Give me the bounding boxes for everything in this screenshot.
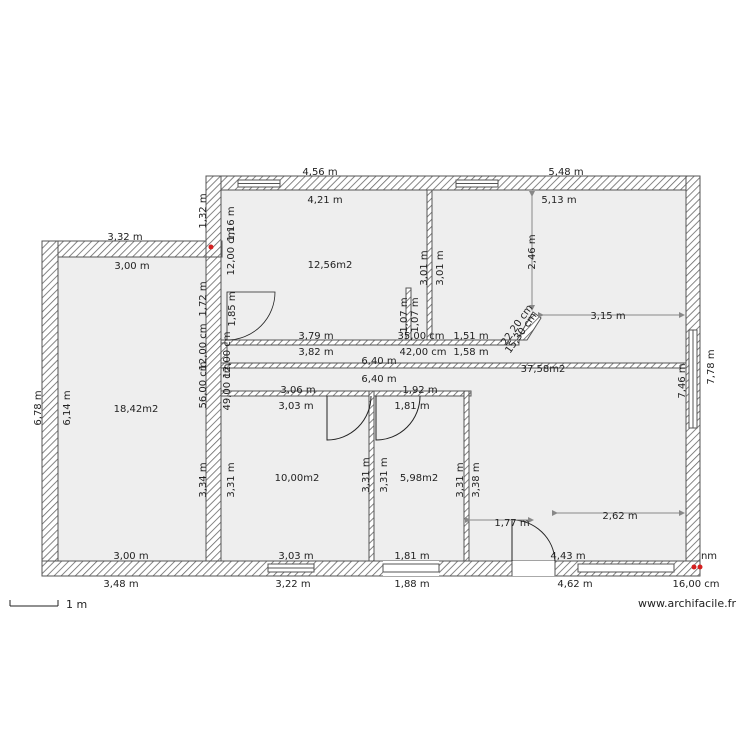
dimension-label: 3,22 m [275, 579, 310, 590]
dimension-label: 1,81 m [394, 401, 429, 412]
dimension-lines [465, 191, 685, 523]
markers [208, 244, 703, 570]
dimension-label: 4,56 m [302, 167, 337, 178]
room-area-top-center: 12,56m2 [308, 260, 353, 271]
dimension-label: 6,40 m [361, 356, 396, 367]
dimension-label: 1,77 m [494, 518, 529, 529]
room-area-center: 10,00m2 [275, 473, 320, 484]
scale-bar [9, 600, 59, 607]
dimension-label: 1,07 m [410, 297, 421, 332]
dimension-label: 3,01 m [435, 250, 446, 285]
dimension-label: 1,85 m [227, 291, 238, 326]
room-area-labels: 18,42m2 12,56m2 10,00m2 5,98m2 37,58m2 [114, 260, 566, 484]
dimension-label: 56,00 cm [198, 361, 209, 408]
dimension-label: 4,43 m [550, 551, 585, 562]
dimension-label: 3,00 m [114, 261, 149, 272]
dimension-label: 1,51 m [453, 331, 488, 342]
dimension-label: 3,31 m [361, 457, 372, 492]
dimension-label: 3,38 m [471, 462, 482, 497]
dimension-label: 12,00 cm [222, 331, 233, 378]
dimension-label: 5,13 m [541, 195, 576, 206]
dimension-label: 1,07 m [399, 297, 410, 332]
dimension-label: 42,00 cm [399, 347, 446, 358]
dimension-label: 2,46 m [527, 234, 538, 269]
dimension-label: 1,32 m [198, 193, 209, 228]
floor-area [42, 176, 700, 576]
dimension-label: 3,06 m [280, 385, 315, 396]
dimension-label: 7,46 m [677, 363, 688, 398]
windows [237, 179, 698, 576]
dimension-label: 5,48 m [548, 167, 583, 178]
interior-walls [205, 189, 687, 562]
dimension-label: 3,03 m [278, 551, 313, 562]
dimension-label: 4,21 m [307, 195, 342, 206]
watermark: www.archifacile.fr [638, 597, 737, 610]
dimension-label: 3,03 m [278, 401, 313, 412]
dimension-label: 1,88 m [394, 579, 429, 590]
dimension-label: 1,72 m [198, 281, 209, 316]
room-area-big-right: 37,58m2 [521, 364, 566, 375]
dimension-label: 4,62 m [557, 579, 592, 590]
dimension-label: nm [701, 551, 717, 562]
dimension-label: 3,79 m [298, 331, 333, 342]
scale-label: 1 m [66, 598, 88, 611]
dimension-label: 3,15 m [590, 311, 625, 322]
dimension-label: 3,31 m [379, 457, 390, 492]
dimension-label: 6,40 m [361, 374, 396, 385]
dimension-label: 35,00 cm [397, 331, 444, 342]
dimension-label: 12,00 cm [226, 228, 237, 275]
dimension-label: 3,00 m [113, 551, 148, 562]
dimension-label: 3,48 m [103, 579, 138, 590]
dimension-label: 6,14 m [62, 390, 73, 425]
dimension-label: 12,00 cm [198, 323, 209, 370]
dimension-label: 1,16 m [226, 206, 237, 241]
dimension-label: 1,58 m [453, 347, 488, 358]
dimension-label: 1,92 m [402, 385, 437, 396]
dimension-label: 6,78 m [33, 390, 44, 425]
dimension-label: 3,32 m [107, 232, 142, 243]
dimension-label: 49,00 cm [222, 363, 233, 410]
dimension-label: 1,81 m [394, 551, 429, 562]
dimension-label: 16,00 cm [672, 579, 719, 590]
dimension-labels: 4,56 m 5,48 m 4,21 m 5,13 m 3,32 m 3,00 m 1,32… [33, 167, 720, 590]
dimension-label: 3,31 m [226, 462, 237, 497]
dimension-label: 3,34 m [198, 462, 209, 497]
dimension-label: 7,78 m [706, 349, 717, 384]
dimension-label: 3,82 m [298, 347, 333, 358]
dimension-label: 3,01 m [419, 250, 430, 285]
dimension-label: 3,31 m [455, 462, 466, 497]
room-area-left: 18,42m2 [114, 404, 159, 415]
room-area-small: 5,98m2 [400, 473, 438, 484]
dimension-label: 2,62 m [602, 511, 637, 522]
